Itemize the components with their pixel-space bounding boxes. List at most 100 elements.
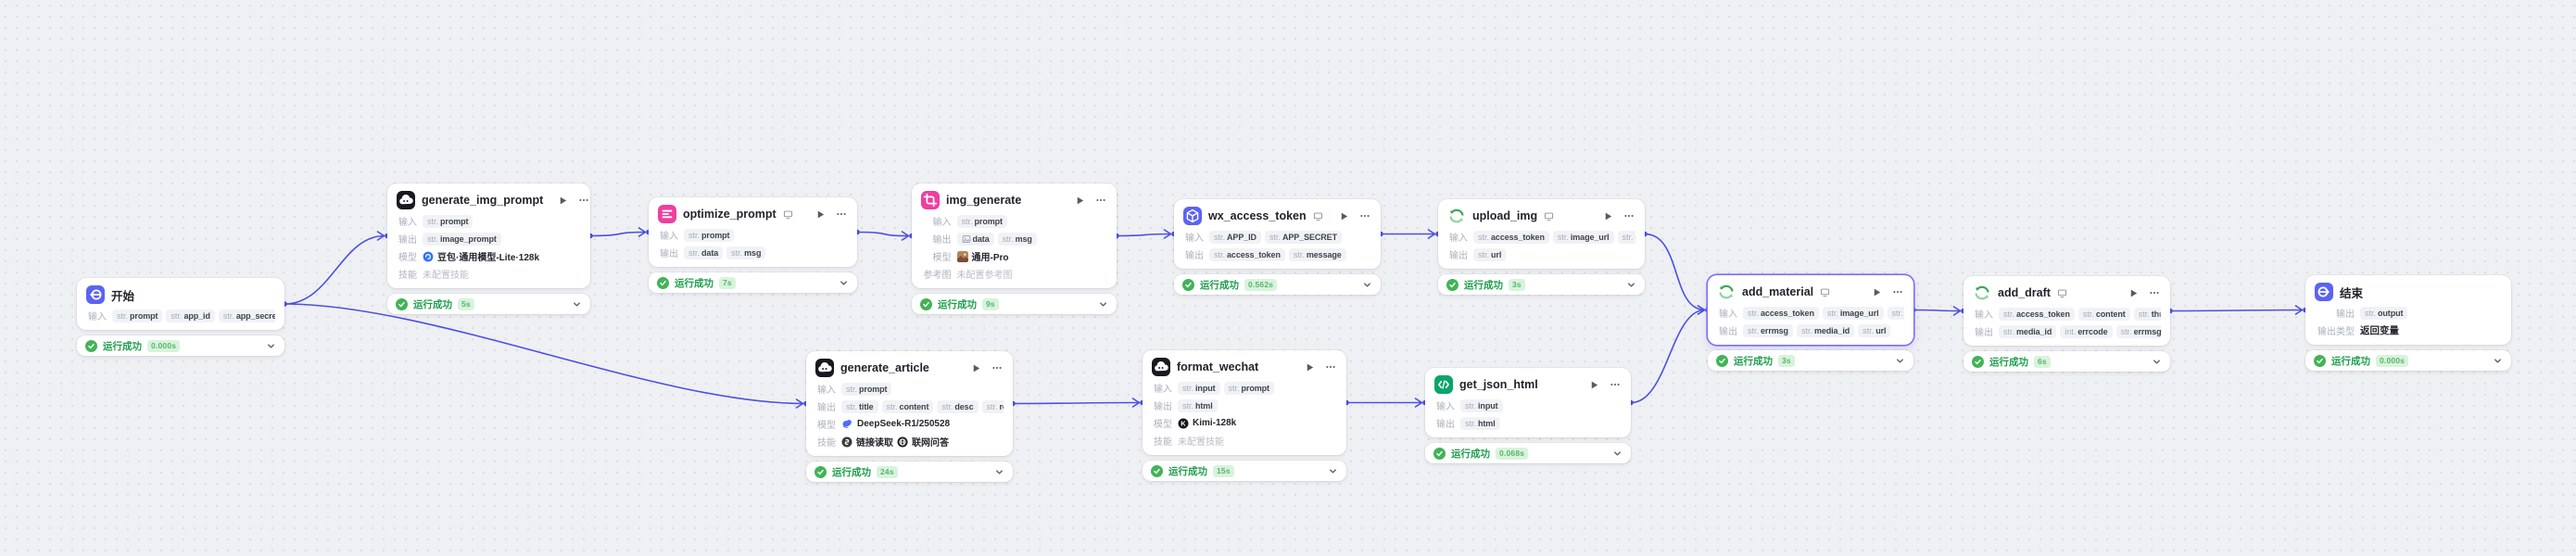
run-status-bar[interactable]: 运行成功 3s xyxy=(1708,350,1913,371)
run-node-button[interactable] xyxy=(1601,209,1615,223)
chevron-down-icon[interactable] xyxy=(1626,280,1636,290)
run-node-button[interactable] xyxy=(556,194,570,208)
more-menu-button[interactable] xyxy=(1357,209,1371,223)
run-node-button[interactable] xyxy=(1870,285,1884,299)
node-title: generate_img_prompt xyxy=(422,194,544,207)
success-check-icon xyxy=(814,465,827,478)
more-menu-button[interactable] xyxy=(1622,209,1635,223)
more-menu-button[interactable] xyxy=(1093,194,1107,208)
sync-icon xyxy=(1447,207,1466,225)
run-node-button[interactable] xyxy=(969,361,983,375)
run-status-bar[interactable]: 运行成功 0.562s xyxy=(1174,274,1381,295)
edge-upload_img-to-add_material xyxy=(1642,231,1711,315)
run-status-label: 运行成功 xyxy=(103,340,142,352)
run-node-button[interactable] xyxy=(814,208,827,221)
more-menu-button[interactable] xyxy=(1608,378,1622,392)
node-header: 结束 xyxy=(2315,282,2502,302)
run-status-bar[interactable]: 运行成功 24s xyxy=(806,461,1013,482)
run-node-button[interactable] xyxy=(1587,378,1601,392)
photo-logo xyxy=(956,250,968,262)
param-type: str. xyxy=(846,384,858,394)
param-type: str. xyxy=(1465,418,1477,428)
node-title: add_material xyxy=(1742,285,1814,298)
node-header: generate_article xyxy=(815,358,1004,378)
param-type: str. xyxy=(2082,309,2094,319)
more-menu-button[interactable] xyxy=(2147,286,2161,300)
chevron-down-icon[interactable] xyxy=(1098,299,1108,310)
run-status-bar[interactable]: 运行成功 0.000s xyxy=(77,335,284,356)
run-node-button[interactable] xyxy=(1073,194,1087,208)
param-tag: str.media_id xyxy=(1999,324,2057,338)
run-status-bar[interactable]: 运行成功 0.000s xyxy=(2305,350,2511,371)
row-label: 输入 xyxy=(1185,234,1204,244)
run-status-bar[interactable]: 运行成功 5s xyxy=(387,294,590,314)
run-node-button[interactable] xyxy=(2127,286,2140,300)
model-name: Kimi-128k xyxy=(1193,418,1237,428)
more-menu-button[interactable] xyxy=(1323,360,1337,374)
more-menu-button[interactable] xyxy=(834,208,848,221)
param-type: str. xyxy=(986,401,998,411)
row-label: 输入 xyxy=(932,218,952,228)
chevron-down-icon[interactable] xyxy=(1895,356,1905,366)
param-type: str. xyxy=(1465,400,1477,411)
chevron-down-icon[interactable] xyxy=(1328,466,1338,476)
node-row: 输出str.titlestr.contentstr.descstr.reason… xyxy=(815,399,1004,413)
run-status-bar[interactable]: 运行成功 6s xyxy=(1964,351,2170,372)
more-menu-button[interactable] xyxy=(1890,285,1904,299)
doubao-logo xyxy=(423,251,434,262)
run-node-button[interactable] xyxy=(1337,209,1351,223)
success-check-icon xyxy=(85,339,97,352)
more-menu-button[interactable] xyxy=(990,361,1004,375)
run-status-bar[interactable]: 运行成功 7s xyxy=(649,272,857,293)
run-status-bar[interactable]: 运行成功 15s xyxy=(1143,461,1346,481)
param-type: str. xyxy=(222,310,234,321)
chevron-down-icon[interactable] xyxy=(572,299,582,310)
chevron-down-icon[interactable] xyxy=(2152,357,2162,367)
chevron-down-icon[interactable] xyxy=(266,341,276,351)
run-node-button[interactable] xyxy=(1303,360,1317,374)
chevron-down-icon[interactable] xyxy=(1612,449,1623,459)
chevron-down-icon[interactable] xyxy=(1362,280,1372,290)
param-tag: str.prompt xyxy=(841,382,892,396)
chevron-down-icon[interactable] xyxy=(994,467,1004,477)
param-tag: str.url xyxy=(1858,323,1891,337)
kimi-logo: K xyxy=(1178,418,1189,429)
row-label: 输入 xyxy=(1449,234,1468,244)
chevron-down-icon[interactable] xyxy=(839,278,849,288)
edge-start-to-generate_article xyxy=(282,301,809,409)
run-status-bar[interactable]: 运行成功 0.068s xyxy=(1425,443,1631,463)
chevron-down-icon[interactable] xyxy=(2493,356,2503,366)
more-menu-button[interactable] xyxy=(576,194,590,208)
run-status-bar[interactable]: 运行成功 9s xyxy=(912,294,1117,314)
model-name: DeepSeek-R1/250528 xyxy=(857,419,951,429)
success-check-icon xyxy=(396,297,408,310)
run-status-bar[interactable]: 运行成功 3s xyxy=(1438,274,1645,295)
row-label: 输出 xyxy=(1449,251,1468,261)
